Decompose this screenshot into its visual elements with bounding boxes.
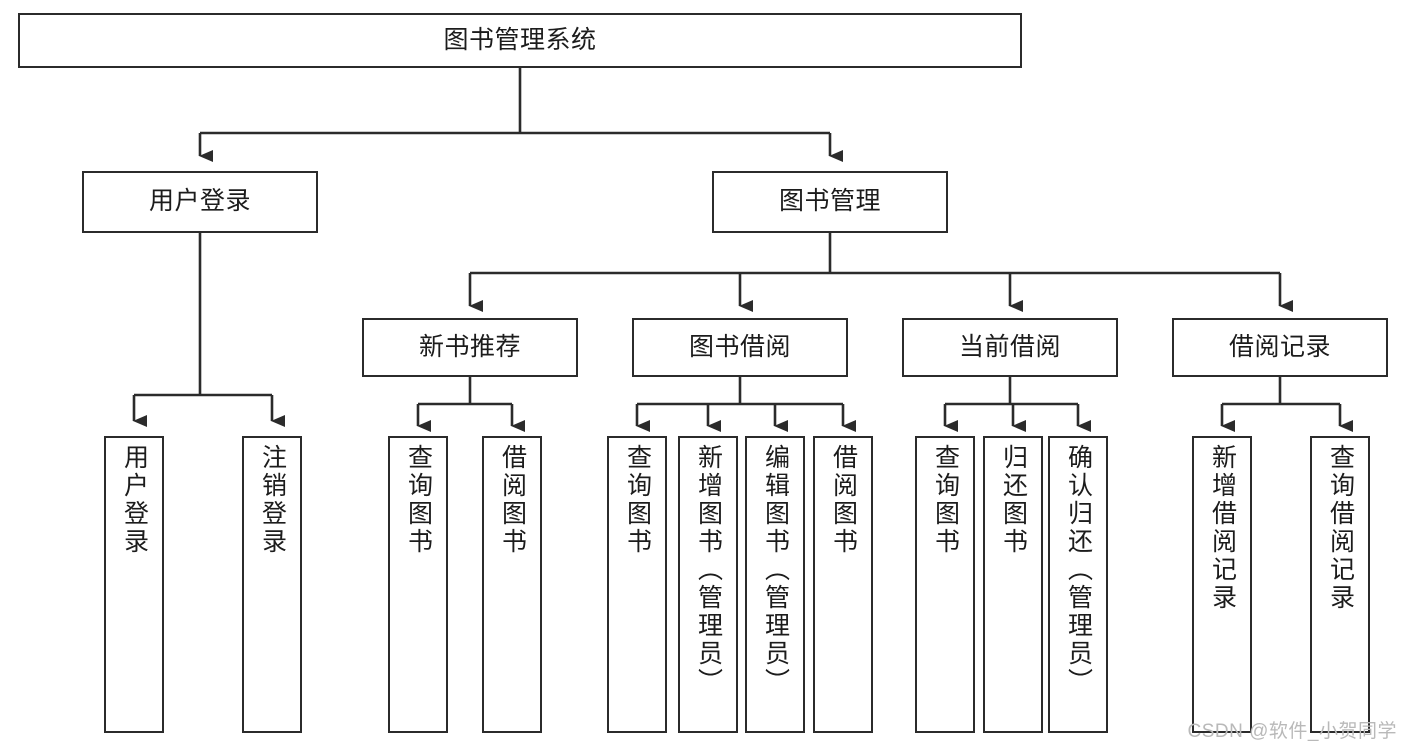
node-current-borrow[interactable]: 当前借阅 — [902, 318, 1118, 377]
leaf-confirm-return-admin-label: 确认归还（管理员） — [1064, 444, 1093, 696]
leaf-logout-label: 注销登录 — [258, 444, 287, 556]
leaf-query-book-current-label: 查询图书 — [931, 444, 960, 556]
leaf-query-book-current[interactable]: 查询图书 — [915, 436, 975, 733]
leaf-query-borrow-record-label: 查询借阅记录 — [1326, 444, 1355, 612]
node-current-borrow-label: 当前借阅 — [958, 332, 1061, 361]
leaf-user-login[interactable]: 用户登录 — [104, 436, 164, 733]
node-book-borrow-label: 图书借阅 — [688, 332, 791, 361]
node-book-borrow[interactable]: 图书借阅 — [632, 318, 848, 377]
node-book-management-label: 图书管理 — [778, 187, 881, 216]
leaf-query-borrow-record[interactable]: 查询借阅记录 — [1310, 436, 1370, 733]
watermark: CSDN @软件_小贺同学 — [1187, 721, 1397, 742]
leaf-confirm-return-admin[interactable]: 确认归还（管理员） — [1048, 436, 1108, 733]
leaf-return-book-label: 归还图书 — [999, 444, 1028, 556]
node-root-label: 图书管理系统 — [443, 25, 597, 54]
node-new-book-recommend[interactable]: 新书推荐 — [362, 318, 578, 377]
node-book-management[interactable]: 图书管理 — [712, 171, 948, 233]
leaf-query-book-recommend[interactable]: 查询图书 — [388, 436, 448, 733]
leaf-query-book-borrow[interactable]: 查询图书 — [607, 436, 667, 733]
leaf-borrow-book-label: 借阅图书 — [829, 444, 858, 556]
node-new-book-recommend-label: 新书推荐 — [418, 332, 521, 361]
node-borrow-record-label: 借阅记录 — [1228, 332, 1331, 361]
leaf-borrow-book-recommend[interactable]: 借阅图书 — [482, 436, 542, 733]
node-borrow-record[interactable]: 借阅记录 — [1172, 318, 1388, 377]
leaf-add-borrow-record[interactable]: 新增借阅记录 — [1192, 436, 1252, 733]
leaf-borrow-book-recommend-label: 借阅图书 — [498, 444, 527, 556]
node-user-login[interactable]: 用户登录 — [82, 171, 318, 233]
leaf-user-login-label: 用户登录 — [120, 444, 149, 556]
leaf-add-book-admin[interactable]: 新增图书（管理员） — [678, 436, 738, 733]
leaf-return-book[interactable]: 归还图书 — [983, 436, 1043, 733]
leaf-edit-book-admin-label: 编辑图书（管理员） — [761, 444, 790, 696]
leaf-query-book-recommend-label: 查询图书 — [404, 444, 433, 556]
leaf-add-book-admin-label: 新增图书（管理员） — [694, 444, 723, 696]
node-user-login-label: 用户登录 — [148, 187, 251, 216]
node-root[interactable]: 图书管理系统 — [18, 13, 1022, 68]
leaf-add-borrow-record-label: 新增借阅记录 — [1208, 444, 1237, 612]
leaf-logout[interactable]: 注销登录 — [242, 436, 302, 733]
leaf-borrow-book[interactable]: 借阅图书 — [813, 436, 873, 733]
leaf-edit-book-admin[interactable]: 编辑图书（管理员） — [745, 436, 805, 733]
leaf-query-book-borrow-label: 查询图书 — [623, 444, 652, 556]
